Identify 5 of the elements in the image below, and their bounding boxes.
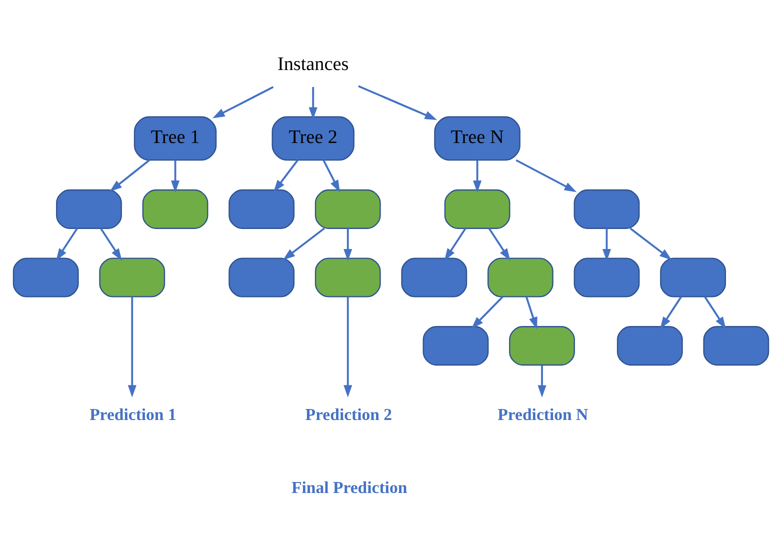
node-text: Prediction N bbox=[498, 404, 588, 424]
node-text: Prediction 1 bbox=[90, 404, 176, 424]
node-text: Instances bbox=[277, 54, 349, 75]
node-text: Prediction 2 bbox=[305, 404, 392, 424]
label: Final Prediction bbox=[292, 478, 408, 497]
